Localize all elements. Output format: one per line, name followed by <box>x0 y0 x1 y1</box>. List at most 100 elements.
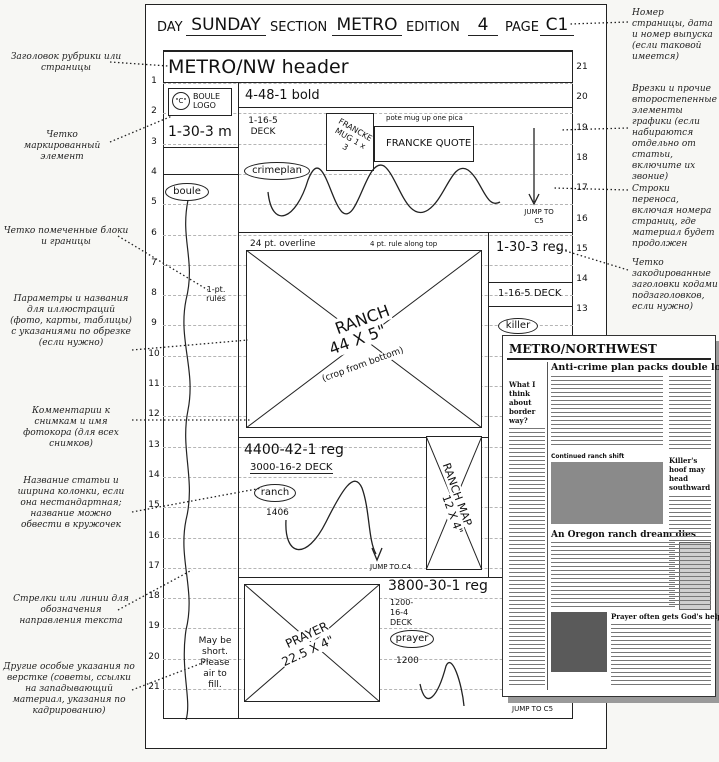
newspaper-text-line <box>509 648 545 649</box>
newspaper-text-line <box>551 436 663 437</box>
rule-right-col-2 <box>488 306 572 307</box>
newspaper-text-line <box>509 612 545 613</box>
sidebar-column <box>507 362 548 690</box>
newspaper-text-line <box>509 684 545 685</box>
newspaper-text-line <box>669 392 711 393</box>
newspaper-text-line <box>509 512 545 513</box>
newspaper-text-line <box>509 664 545 665</box>
newspaper-text-line <box>669 496 711 497</box>
newspaper-text-line <box>551 432 663 433</box>
newspaper-text-line <box>551 570 675 571</box>
rule-story2-top <box>238 437 488 438</box>
newspaper-text-line <box>551 566 675 567</box>
newspaper-text-line <box>551 392 663 393</box>
newspaper-text-line <box>509 552 545 553</box>
newspaper-text-line <box>509 568 545 569</box>
newspaper-text-line <box>551 602 675 603</box>
newspaper-text-line <box>611 636 711 637</box>
newspaper-text-line <box>509 660 545 661</box>
rule-story1-bottom <box>238 232 572 233</box>
newspaper-text-line <box>551 400 663 401</box>
grid-line <box>163 173 573 175</box>
newspaper-text-line <box>509 504 545 505</box>
newspaper-text-line <box>509 532 545 533</box>
left-line-number: 16 <box>148 530 160 541</box>
photo-rule-note: 4 pt. rule along top <box>370 240 438 248</box>
newspaper-prayer-photo <box>551 612 607 672</box>
newspaper-text-line <box>551 444 663 445</box>
story3-slug-prayer: prayer <box>390 630 434 648</box>
newspaper-text-line <box>669 604 711 605</box>
right-col-headline-code: 1-30-3 reg. <box>496 240 569 255</box>
newspaper-text-line <box>551 562 675 563</box>
grid-line <box>163 537 573 539</box>
story1-headline-code: 4-48-1 bold <box>245 88 320 103</box>
newspaper-text-line <box>669 408 711 409</box>
newspaper-text-line <box>509 584 545 585</box>
newspaper-text-line <box>669 552 711 553</box>
right-col-slug-killer: killer <box>498 318 538 334</box>
newspaper-text-line <box>611 676 711 677</box>
logo-label: BOULE LOGO <box>193 92 221 110</box>
newspaper-text-line <box>669 540 711 541</box>
left-line-number: 21 <box>148 682 160 692</box>
newspaper-lead-headline: Anti-crime plan packs double load <box>551 362 719 373</box>
logo-icon: "C" <box>172 92 190 110</box>
newspaper-text-line <box>509 516 545 517</box>
left-line-number: 9 <box>151 318 157 329</box>
newspaper-text-line <box>669 588 711 589</box>
annotation-story-name: Название статьи и ширина колонки, если о… <box>17 476 125 530</box>
newspaper-text-line <box>611 664 711 665</box>
left-col-text-flow-line <box>183 200 191 720</box>
right-col-deck: 1-16-5 DECK <box>498 288 562 299</box>
newspaper-text-line <box>509 644 545 645</box>
left-col-headline-code: 1-30-3 m <box>168 124 232 140</box>
newspaper-text-line <box>669 528 711 529</box>
newspaper-text-line <box>509 676 545 677</box>
header-section-label: SECTION <box>270 20 328 35</box>
mug-note: pote mug up one pica <box>386 114 463 122</box>
newspaper-text-line <box>509 600 545 601</box>
right-line-number: 13 <box>576 304 588 315</box>
newspaper-text-line <box>611 624 711 625</box>
newspaper-text-line <box>509 560 545 561</box>
newspaper-text-line <box>509 468 545 469</box>
rule-story1-head <box>238 107 572 108</box>
newspaper-text-line <box>551 384 663 385</box>
newspaper-text-line <box>669 584 711 585</box>
newspaper-caption: Continued ranch shift <box>551 453 625 460</box>
grid-line <box>163 234 573 236</box>
left-line-number: 7 <box>151 257 157 268</box>
newspaper-text-line <box>551 412 663 413</box>
newspaper-text-line <box>669 412 711 413</box>
newspaper-text-line <box>509 472 545 473</box>
francke-mug-box <box>326 113 374 171</box>
newspaper-text-line <box>611 644 711 645</box>
newspaper-text-line <box>551 550 675 551</box>
left-line-number: 8 <box>151 288 157 299</box>
newspaper-text-line <box>611 680 711 681</box>
newspaper-text-line <box>669 512 711 513</box>
newspaper-text-line <box>669 500 711 501</box>
right-line-number: 20 <box>576 92 588 103</box>
header-edition-value: 4 <box>468 15 498 36</box>
newspaper-text-line <box>551 598 675 599</box>
newspaper-text-line <box>509 500 545 501</box>
left-line-number: 20 <box>148 651 160 662</box>
newspaper-text-line <box>551 428 663 429</box>
newspaper-text-line <box>509 548 545 549</box>
frame-left-rule <box>163 50 164 718</box>
annotation-page-number: Номер страницы, дата и номер выпуска (ес… <box>632 8 713 62</box>
grid-line <box>163 83 573 84</box>
newspaper-text-line <box>669 396 711 397</box>
newspaper-text-line <box>669 568 711 569</box>
newspaper-text-line <box>551 408 663 409</box>
newspaper-text-line <box>509 452 545 453</box>
newspaper-text-line <box>669 548 711 549</box>
newspaper-text-line <box>669 376 711 377</box>
newspaper-text-line <box>551 582 675 583</box>
newspaper-text-line <box>669 504 711 505</box>
grid-line <box>163 476 573 478</box>
newspaper-text-line <box>509 564 545 565</box>
newspaper-text-line <box>551 420 663 421</box>
